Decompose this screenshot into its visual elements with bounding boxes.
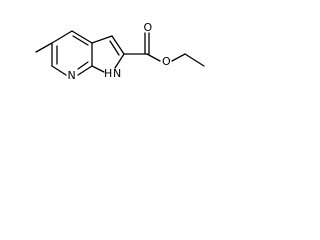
bond-c4-c3a: [71, 30, 93, 44]
bond-c7a-n7-inner: [77, 61, 89, 70]
bond-n7-c6: [51, 65, 67, 76]
bond-c3a-c3: [91, 35, 113, 44]
atom-pyrrole-nitrogen: N: [113, 67, 121, 80]
bond-n1-c7a: [91, 65, 105, 73]
atom-ring-nitrogen: N: [68, 69, 76, 82]
atom-ester-oxygen: O: [162, 55, 171, 68]
bond-ch2-ch3: [184, 53, 205, 67]
bond-carbonyl-ester-o: [146, 53, 161, 62]
bond-c3-c2: [111, 35, 125, 55]
bond-c5-c4: [51, 30, 73, 44]
atom-pyrrole-hydrogen: H: [104, 67, 112, 80]
bond-ester-o-ch2: [171, 53, 186, 62]
bond-methyl: [35, 42, 53, 53]
bond-c2-n1: [114, 53, 125, 69]
atom-carbonyl-oxygen: O: [144, 21, 153, 34]
bond-c7a-n7: [77, 65, 93, 76]
molecule-structure: N H N O O: [35, 21, 205, 82]
bond-c3-c2-inner: [109, 40, 120, 56]
bond-c4-c3a-inner: [72, 35, 89, 46]
